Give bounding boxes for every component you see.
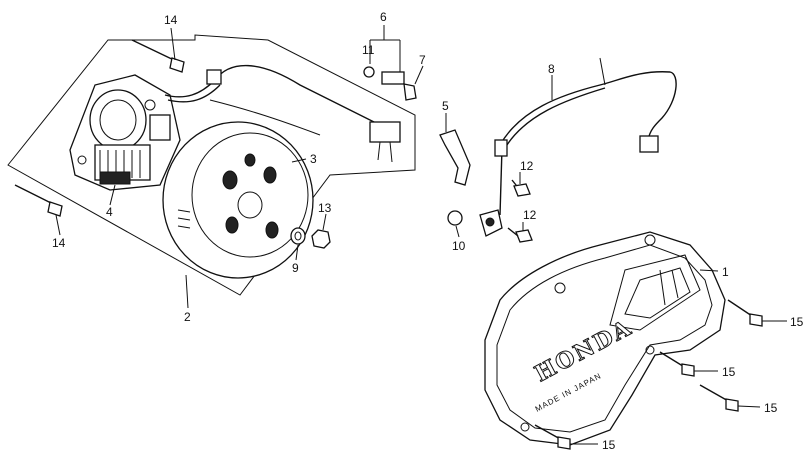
flywheel [162,121,314,279]
callout-15-a: 15 [790,315,804,329]
stator-wire-harness [164,64,401,163]
callout-7: 7 [419,53,426,67]
callout-13: 13 [318,201,332,215]
callout-4: 4 [106,205,113,219]
callout-8: 8 [548,62,555,76]
washer-11 [363,66,375,78]
callout-2: 2 [184,310,191,324]
bolt-15-d [534,424,571,450]
bolt-12-lower [507,227,533,243]
callout-15-d: 15 [602,438,616,452]
callout-6: 6 [380,10,387,24]
callout-14-upper: 14 [164,13,178,27]
callout-3: 3 [310,152,317,166]
neutral-switch-7 [381,71,417,101]
callout-15-c: 15 [764,401,778,415]
leader-lines [55,25,787,445]
washer-9-hole [294,231,302,241]
callout-12-upper: 12 [520,159,534,173]
bolt-14-lower [14,184,63,217]
left-crankcase-cover: HONDA MADE IN JAPAN [484,231,726,446]
stator-assembly [69,74,181,191]
callout-1: 1 [722,265,729,279]
cable-8 [494,57,677,216]
callout-5: 5 [442,99,449,113]
callout-11: 11 [362,43,375,57]
bolt-15-c [699,384,739,412]
bolt-15-b [659,351,695,377]
washer-9 [290,227,306,245]
bolt-14-upper [131,39,185,73]
callout-10: 10 [452,239,466,253]
nut-13 [311,229,331,249]
bolt-15-a [727,299,763,327]
callout-9: 9 [292,261,299,275]
callout-12-lower: 12 [523,208,537,222]
bolt-12-upper [511,179,531,197]
callout-15-b: 15 [722,365,736,379]
sensor-10 [447,209,503,237]
bracket-5 [439,129,471,186]
callout-14-lower: 14 [52,236,66,250]
